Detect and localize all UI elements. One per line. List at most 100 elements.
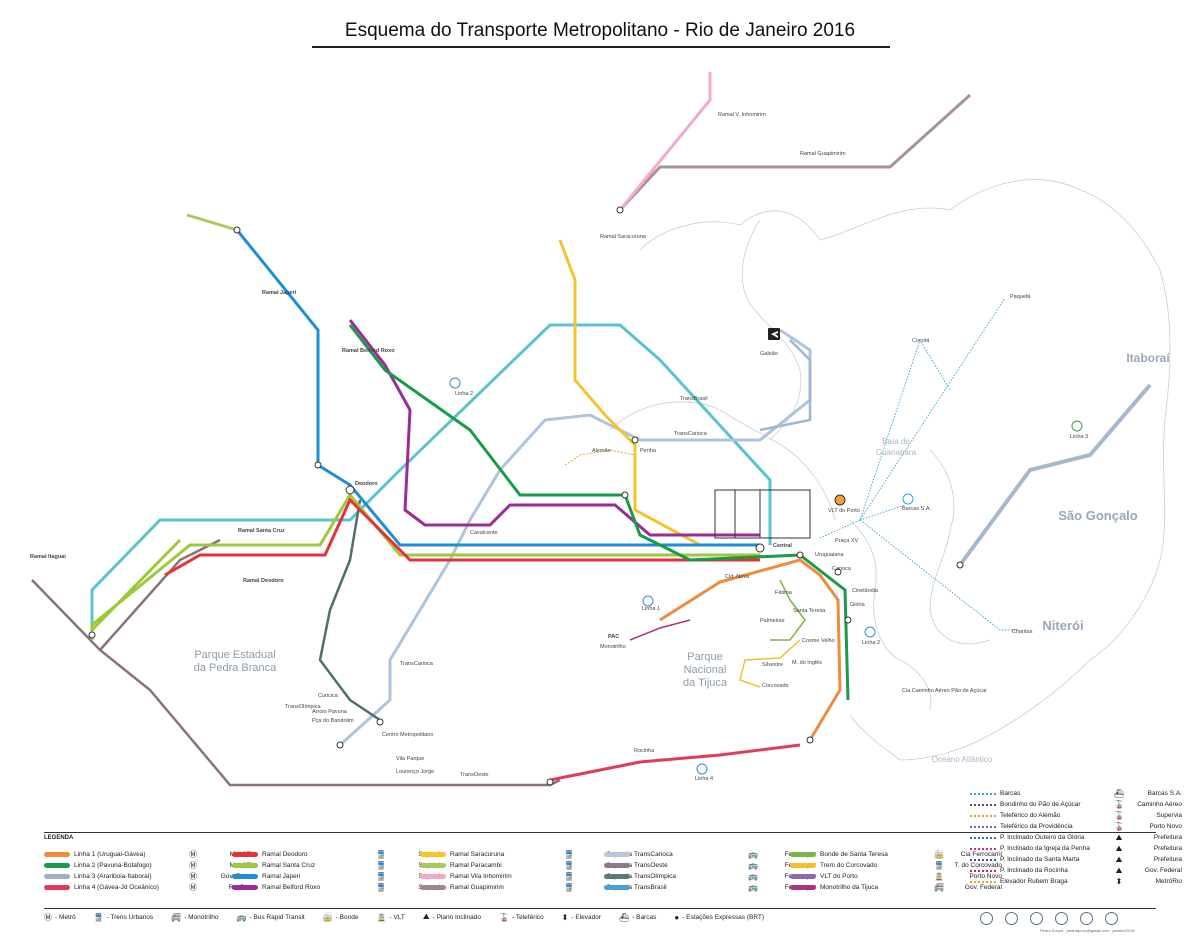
ramal-japeri-line[interactable] <box>235 229 760 547</box>
teleferico-alemao-line[interactable] <box>564 449 636 466</box>
transolimpica-line[interactable] <box>318 499 381 722</box>
legend-row: Barcas⛴Barcas S.A. <box>970 788 1182 799</box>
ramal-japeri-west[interactable] <box>90 538 182 632</box>
train-icon: 🚆 <box>376 861 386 870</box>
legend-key: ⛴- Barcas <box>619 913 656 922</box>
ramal-santa-cruz-line[interactable] <box>90 492 760 640</box>
transbrasil-line[interactable] <box>90 323 772 640</box>
station-markers[interactable] <box>88 206 964 786</box>
metro-icon: Ⓜ <box>189 883 197 892</box>
legend-row: TransCarioca🚌Fetranspor <box>604 849 816 860</box>
operator-logo-icon <box>1080 912 1093 925</box>
legend-key: 🚌- Bus Rapid Transit <box>236 913 304 922</box>
label-ramal-japeri: Ramal Japeri <box>262 290 297 296</box>
legend-row: Trem do Corcovado🚆T. do Corcovado <box>790 860 1002 871</box>
title-underline <box>312 46 890 48</box>
transit-map[interactable]: Itaboraí São Gonçalo Niterói Parque Esta… <box>0 0 1200 830</box>
legend-key-row: Ⓜ- Metrô🚆- Trens Urbanos🚝- Monotrilho🚌- … <box>44 908 1156 925</box>
legend-swatch <box>604 863 630 868</box>
legend-key: ⛰- Plano Inclinado <box>423 912 481 922</box>
operator-logos <box>980 912 1118 925</box>
legend-row: Ramal Paracambi🚆Supervia <box>420 860 632 871</box>
label-barcas: Barcas S.A. <box>902 506 932 512</box>
linha4-line[interactable] <box>549 743 801 782</box>
train-icon: 🚆 <box>564 861 574 870</box>
legend-line-name: Barcas <box>1000 790 1021 797</box>
station-cavalcante: Cavalcante <box>470 530 498 536</box>
tram-icon: 🚋 <box>322 912 333 922</box>
station-caminho-aereo: Cia Caminho Aéreo Pão de Açúcar <box>902 688 987 694</box>
region-sao-goncalo: São Gonçalo <box>1058 508 1138 523</box>
legend-row: Ramal Santa Cruz🚆Supervia <box>232 860 444 871</box>
label-transolimpica: TransOlímpica <box>285 704 321 710</box>
legend-line-name: P. Inclinado Outeiro da Glória <box>1000 834 1085 841</box>
station-gloria: Glória <box>850 602 866 608</box>
legend-key-label: - Bonde <box>335 913 359 921</box>
legend-row: Ramal Belford Roxo🚆Supervia <box>232 882 444 893</box>
train-icon: 🚆 <box>934 861 944 870</box>
legend-line-name: Teleférico da Providência <box>1000 823 1073 830</box>
linha3-line[interactable] <box>958 383 1152 567</box>
station-m-do-ingles: M. do Inglês <box>792 660 822 666</box>
legend-operator: Gov. Federal <box>1144 867 1182 874</box>
ramal-saracuruna-line[interactable] <box>558 239 760 547</box>
station-fatima: Fátima <box>775 590 793 596</box>
centro-box <box>714 489 811 539</box>
map-title: Esquema do Transporte Metropolitano - Ri… <box>344 20 856 41</box>
label-linha2: Linha 2 <box>455 391 473 397</box>
legend-line-name: TransBrasil <box>634 884 667 891</box>
legend-swatch <box>970 803 996 806</box>
linha1-line[interactable] <box>659 558 842 741</box>
metro-icon: Ⓜ <box>189 850 197 859</box>
legend-row: Teleférico do Alemão🚡Supervia <box>970 810 1182 821</box>
train-icon: 🚆 <box>564 872 574 881</box>
station-cidade-nova: Cid. Nova <box>725 574 750 580</box>
train-icon: 🚆 <box>564 850 574 859</box>
monorail-icon: 🚝 <box>934 883 944 892</box>
legend-swatch <box>420 874 446 879</box>
credit: Pedro Souza - pedroqz.rio@gmail.com - ja… <box>1040 928 1135 933</box>
ramal-paracambi-line[interactable] <box>186 213 238 232</box>
guanabara-shore <box>609 401 836 521</box>
legend-operator: Porto Novo <box>1149 823 1182 830</box>
legend-swatch <box>970 825 996 828</box>
legend-swatch <box>420 863 446 868</box>
airport-icon <box>768 328 780 340</box>
label-transbrasil: TransBrasil <box>680 396 708 402</box>
legend-row: TransBrasil🚌Fetranspor <box>604 882 816 893</box>
linha2-line[interactable] <box>348 324 850 701</box>
legend-line-name: P. Inclinado da Santa Marta <box>1000 856 1080 863</box>
galeao-line[interactable] <box>759 339 812 432</box>
corcovado-line[interactable] <box>739 639 801 688</box>
label-vlt: VLT do Porto <box>828 508 860 514</box>
legend-operator: Prefeitura <box>1153 834 1182 841</box>
ramal-deodoro-line[interactable] <box>164 497 760 577</box>
legend-row: Bonde de Santa Teresa🚋Cia Ferrocarril <box>790 849 1002 860</box>
legend-line-name: TransOeste <box>634 862 668 869</box>
legend-row: P. Inclinado da Rocinha⛰Gov. Federal <box>970 865 1182 876</box>
station-arroio-pavuna: Arroio Pavuna <box>312 709 348 715</box>
operator-logo-icon <box>1055 912 1068 925</box>
park-tijuca-l2: Nacional <box>684 664 727 676</box>
bonde-santa-teresa-line[interactable] <box>770 579 806 641</box>
ramal-vila-inhomirim-line[interactable] <box>618 72 712 211</box>
transoeste-branch[interactable] <box>99 538 221 651</box>
legend-swatch <box>604 885 630 890</box>
label-pac: PAC <box>608 634 619 640</box>
monotrilho-line[interactable] <box>629 619 691 641</box>
legend-key-label: - Barcas <box>632 913 657 921</box>
legend-rail-column: Ramal Deodoro🚆SuperviaRamal Santa Cruz🚆S… <box>232 849 444 893</box>
legend-swatch <box>604 852 630 857</box>
incline-icon: ⛰ <box>1115 865 1123 875</box>
train-icon: 🚆 <box>376 883 386 892</box>
label-linha4: Linha 4 <box>695 776 713 782</box>
barcas-routes[interactable] <box>819 297 1020 631</box>
ramal-guapimirim-line[interactable] <box>618 93 972 212</box>
legend-row: Elevador Rubem Braga⬍MetrôRio <box>970 876 1182 887</box>
ramal-belford-roxo-line[interactable] <box>348 319 760 537</box>
station-vila-parque: Vila Parque <box>396 756 424 762</box>
tram-icon: 🚋 <box>934 850 944 859</box>
legend-rail2-column: Ramal Saracuruna🚆SuperviaRamal Paracambi… <box>420 849 632 893</box>
station-uruguaiana: Uruguaiana <box>815 552 844 558</box>
